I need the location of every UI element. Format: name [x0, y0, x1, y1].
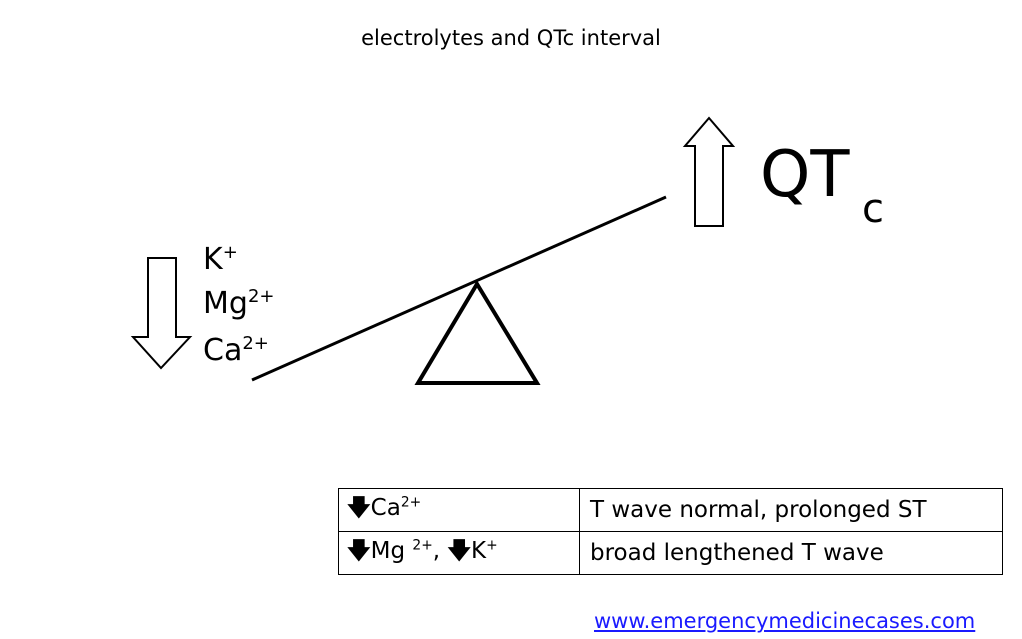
ion-symbol: K — [471, 537, 487, 564]
ion-symbol: Mg — [370, 537, 413, 564]
table-row: 🡇Mg 2+, 🡇K+ broad lengthened T wave — [338, 531, 1003, 575]
effect-cell: T wave normal, prolonged ST — [579, 488, 1003, 532]
ecg-effects-table: 🡇Ca2+ T wave normal, prolonged ST 🡇Mg 2+… — [338, 488, 1003, 575]
down-arrow-icon: 🡇 — [347, 494, 371, 521]
qtc-label: QT — [760, 138, 850, 212]
ion-symbol: Ca — [203, 333, 243, 368]
ion-charge: + — [222, 242, 238, 264]
down-arrow-icon — [130, 257, 193, 370]
up-arrow-icon — [682, 116, 736, 227]
ion-charge: 2+ — [400, 494, 422, 511]
ion-cell: 🡇Mg 2+, 🡇K+ — [338, 531, 580, 575]
ion-charge: + — [486, 537, 498, 554]
ion-magnesium: Mg2+ — [203, 286, 274, 321]
qtc-subscript: c — [862, 186, 884, 232]
ion-symbol: Ca — [370, 494, 401, 521]
down-arrow-icon: 🡇 — [347, 537, 371, 564]
down-arrow-icon: 🡇 — [447, 537, 472, 564]
effect-cell: broad lengthened T wave — [579, 531, 1003, 575]
table-row: 🡇Ca2+ T wave normal, prolonged ST — [338, 488, 1003, 532]
ion-charge: 2+ — [242, 333, 269, 355]
seesaw-beam — [251, 195, 667, 382]
ion-symbol: Mg — [203, 286, 248, 321]
ion-calcium: Ca2+ — [203, 333, 269, 368]
fulcrum-triangle — [414, 280, 541, 385]
ion-potassium: K+ — [203, 242, 238, 277]
separator: , — [432, 537, 448, 564]
website-link[interactable]: www.emergencymedicinecases.com — [594, 609, 976, 633]
slide-title: electrolytes and QTc interval — [361, 26, 661, 50]
ion-charge: 2+ — [412, 537, 433, 554]
ion-charge: 2+ — [247, 286, 275, 308]
ion-symbol: K — [203, 242, 223, 277]
ion-cell: 🡇Ca2+ — [338, 488, 580, 532]
